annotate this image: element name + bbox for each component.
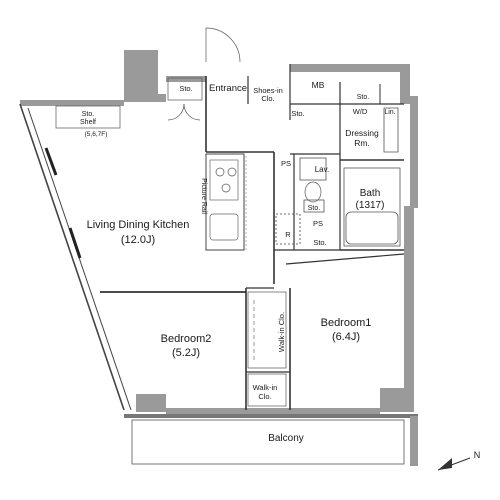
kitchen-counter xyxy=(205,153,247,251)
storage-label: Sto. xyxy=(179,84,192,93)
bath-name: Bath xyxy=(360,188,381,199)
ps-label: PS xyxy=(313,219,323,228)
walkin-closet-label: Walk-in Clo. xyxy=(277,312,286,352)
ldk-name: Living Dining Kitchen xyxy=(87,219,190,231)
left-facade xyxy=(19,103,132,411)
mb-label: MB xyxy=(312,80,325,90)
compass-label: N xyxy=(474,450,481,460)
refrigerator-space xyxy=(275,213,301,245)
exterior-walls xyxy=(20,50,418,466)
balcony-label: Balcony xyxy=(268,433,304,444)
storage-shelf-label-2: Shelf xyxy=(80,119,96,126)
storage-label: Sto. xyxy=(313,238,326,247)
wd-label: W/D xyxy=(353,107,368,116)
bedroom2-size: (5.2J) xyxy=(172,347,200,359)
entrance-label: Entrance xyxy=(209,83,247,94)
entrance-door xyxy=(167,27,241,121)
dressing-room-label-2: Rm. xyxy=(354,138,370,148)
bath-size: (1317) xyxy=(356,200,385,211)
storage-label: Sto. xyxy=(291,109,304,118)
balcony-outline xyxy=(131,419,405,465)
bath-fixtures xyxy=(299,107,401,247)
compass-icon: N xyxy=(437,450,481,471)
ps-label: PS xyxy=(281,159,291,168)
storage-shelf-label: Sto. xyxy=(82,111,95,118)
closet-shelves xyxy=(247,291,287,407)
storage-label: Sto. xyxy=(308,205,321,212)
picture-rail-label: Picture Rail xyxy=(200,178,207,214)
dressing-room-label: Dressing xyxy=(345,128,379,138)
ldk-size: (12.0J) xyxy=(121,234,155,246)
walkin-closet-2-label-2: Clo. xyxy=(258,392,271,401)
walkin-closet-2-label: Walk-in xyxy=(253,383,278,392)
interior-walls xyxy=(100,64,405,410)
storage-label: Sto. xyxy=(357,94,370,101)
bedroom2-name: Bedroom2 xyxy=(161,333,212,345)
storage-shelf-note: (5,6,7F) xyxy=(85,131,108,138)
shoes-closet-label-2: Clo. xyxy=(261,94,274,103)
bedroom1-size: (6.4J) xyxy=(332,331,360,343)
shoes-closet-label: Shoes-in xyxy=(253,86,283,95)
refrigerator-label: R xyxy=(285,230,291,239)
linen-label: Lin. xyxy=(384,109,395,116)
bedroom1-name: Bedroom1 xyxy=(321,317,372,329)
lav-label: Lav. xyxy=(315,165,330,174)
